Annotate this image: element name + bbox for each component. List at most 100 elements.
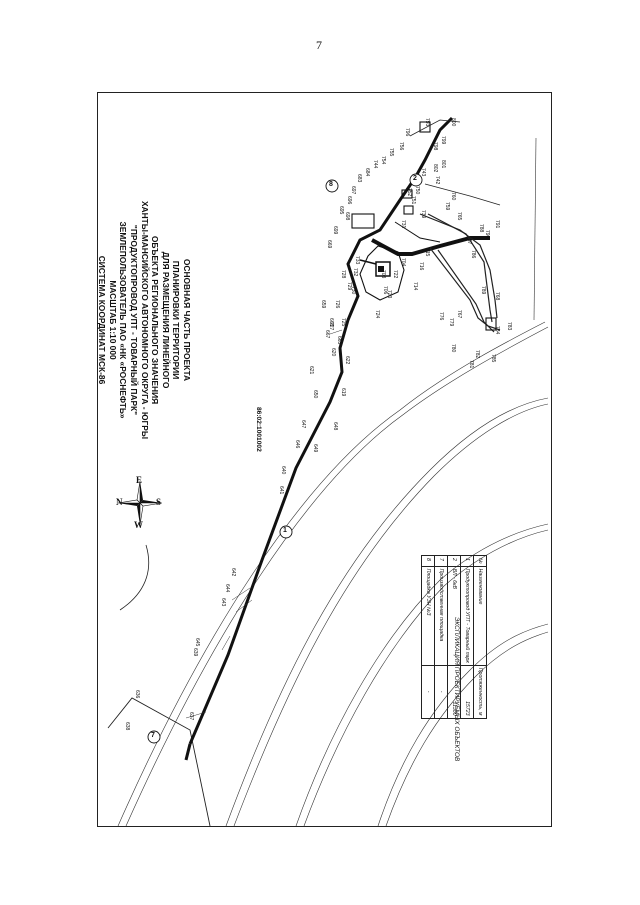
compass-w: W (134, 520, 143, 530)
point-label: 793 (424, 118, 430, 127)
point-label: 759 (444, 202, 450, 211)
point-label: 639 (192, 648, 198, 657)
point-label: 802 (432, 164, 438, 173)
point-label: 780 (450, 344, 456, 353)
point-label: 699 (332, 226, 338, 235)
drawing-frame (97, 92, 552, 827)
page-number: 7 (316, 38, 322, 52)
table-cell: Площадка УЗН №3 (421, 566, 435, 666)
point-label: 621 (308, 366, 314, 375)
point-label: 722 (392, 270, 398, 279)
point-label: 729 (346, 282, 352, 291)
compass-n: N (116, 497, 123, 507)
title-line: ХАНТЫ-МАНСИЙСКОГО АВТОНОМНОГО ОКРУГА - Ю… (139, 200, 150, 440)
point-label: 744 (372, 160, 378, 169)
compass-s: S (156, 497, 162, 507)
table-row: 1 Продуктопровод УПТ - Товарный парк 157… (460, 555, 474, 718)
point-label: 649 (312, 444, 318, 453)
table-header: Наименование (473, 566, 487, 666)
curve-line (119, 544, 150, 611)
point-label: 726 (334, 300, 340, 309)
compass-e: E (136, 475, 143, 485)
table-cell: 8 (421, 555, 435, 567)
title-line: ЗЕМЛЕПОЛЬЗОВАТЕЛЬ ПАО «НК «РОСНЕФТЬ» (118, 221, 129, 419)
table-row: 2 ВЛ - 6кВ 11300 (447, 555, 461, 718)
point-label: 620 (330, 348, 336, 357)
point-label: 642 (230, 568, 236, 577)
pipeline-route-1 (188, 116, 454, 745)
point-label: 706 (382, 286, 388, 295)
point-label: 760 (450, 192, 456, 201)
object-marker-8: 8 (329, 181, 333, 188)
table-cell: 2 (447, 555, 461, 567)
compass-icon (117, 480, 163, 526)
point-label: 782 (474, 350, 480, 359)
explication-table: № Наименование Протяженность, м 1 Продук… (421, 555, 487, 719)
point-label: 638 (124, 722, 130, 731)
point-label: 765 (456, 212, 462, 221)
area-7-boundary (107, 697, 211, 827)
title-line: ОСНОВНАЯ ЧАСТЬ ПРОЕКТА (182, 258, 192, 382)
point-label: 684 (364, 168, 370, 177)
point-label: 667 (324, 330, 330, 339)
point-label: 724 (374, 310, 380, 319)
table-cell: - (434, 665, 448, 718)
point-label: 755 (388, 148, 394, 157)
object-marker-7: 7 (151, 732, 155, 739)
table-row: 8 Площадка УЗН №3 - (421, 555, 435, 718)
point-label: 659 (320, 300, 326, 309)
table-cell: 11300 (447, 665, 461, 718)
point-label: 750 (414, 186, 420, 195)
point-label: 787 (466, 236, 472, 245)
point-label: 619 (340, 388, 346, 397)
table-header: № (473, 555, 487, 567)
pipeline-branch (371, 236, 490, 256)
point-label: 742 (434, 176, 440, 185)
point-label: 798 (432, 142, 438, 151)
facility-blocks (351, 121, 497, 331)
point-label: 697 (350, 186, 356, 195)
point-label: 669 (326, 240, 332, 249)
label-leaders (185, 329, 343, 719)
point-label: 715 (424, 248, 430, 257)
title-block: ОСНОВНАЯ ЧАСТЬ ПРОЕКТА ПЛАНИРОВКИ ТЕРРИТ… (97, 110, 192, 530)
point-label: 650 (312, 390, 318, 399)
object-marker-circles (147, 173, 423, 744)
table-cell: - (421, 665, 435, 718)
table-row: 7 Производственная площадка - (434, 555, 448, 718)
point-label: 703 (380, 270, 386, 279)
point-label: 641 (278, 486, 284, 495)
point-label: 648 (332, 422, 338, 431)
point-label: 791 (494, 220, 500, 229)
table-cell: 7 (434, 555, 448, 567)
cadastral-number: 86:02:1001002 (255, 407, 262, 452)
point-label: 622 (344, 356, 350, 365)
point-label: 789 (480, 286, 486, 295)
title-line: ДЛЯ РАЗМЕЩЕНИЯ ЛИНЕЙНОГО (160, 251, 171, 389)
point-label: 739 (420, 210, 426, 219)
point-label: 647 (300, 420, 306, 429)
point-label: 665 (336, 336, 342, 345)
point-label: 704 (400, 258, 406, 267)
title-line: ПЛАНИРОВКИ ТЕРРИТОРИИ (171, 260, 182, 380)
point-label: 776 (438, 312, 444, 321)
point-label: 645 (194, 638, 200, 647)
point-label: 643 (220, 598, 226, 607)
point-label: 716 (418, 262, 424, 271)
point-label: 683 (356, 174, 362, 183)
object-marker-1: 1 (283, 527, 287, 534)
point-label: 696 (346, 196, 352, 205)
point-label: 714 (412, 282, 418, 291)
table-header-row: № Наименование Протяженность, м (473, 555, 487, 718)
table-header: Протяженность, м (473, 665, 487, 718)
point-label: 754 (380, 156, 386, 165)
point-label: 768 (494, 292, 500, 301)
point-label: 636 (134, 690, 140, 699)
site-8-polygon (359, 245, 405, 301)
point-label: 727 (328, 322, 334, 331)
point-label: 784 (494, 326, 500, 335)
point-label: 756 (398, 142, 404, 151)
point-label: 698 (344, 212, 350, 221)
point-label: 725 (340, 318, 346, 327)
road-lines (117, 321, 549, 827)
